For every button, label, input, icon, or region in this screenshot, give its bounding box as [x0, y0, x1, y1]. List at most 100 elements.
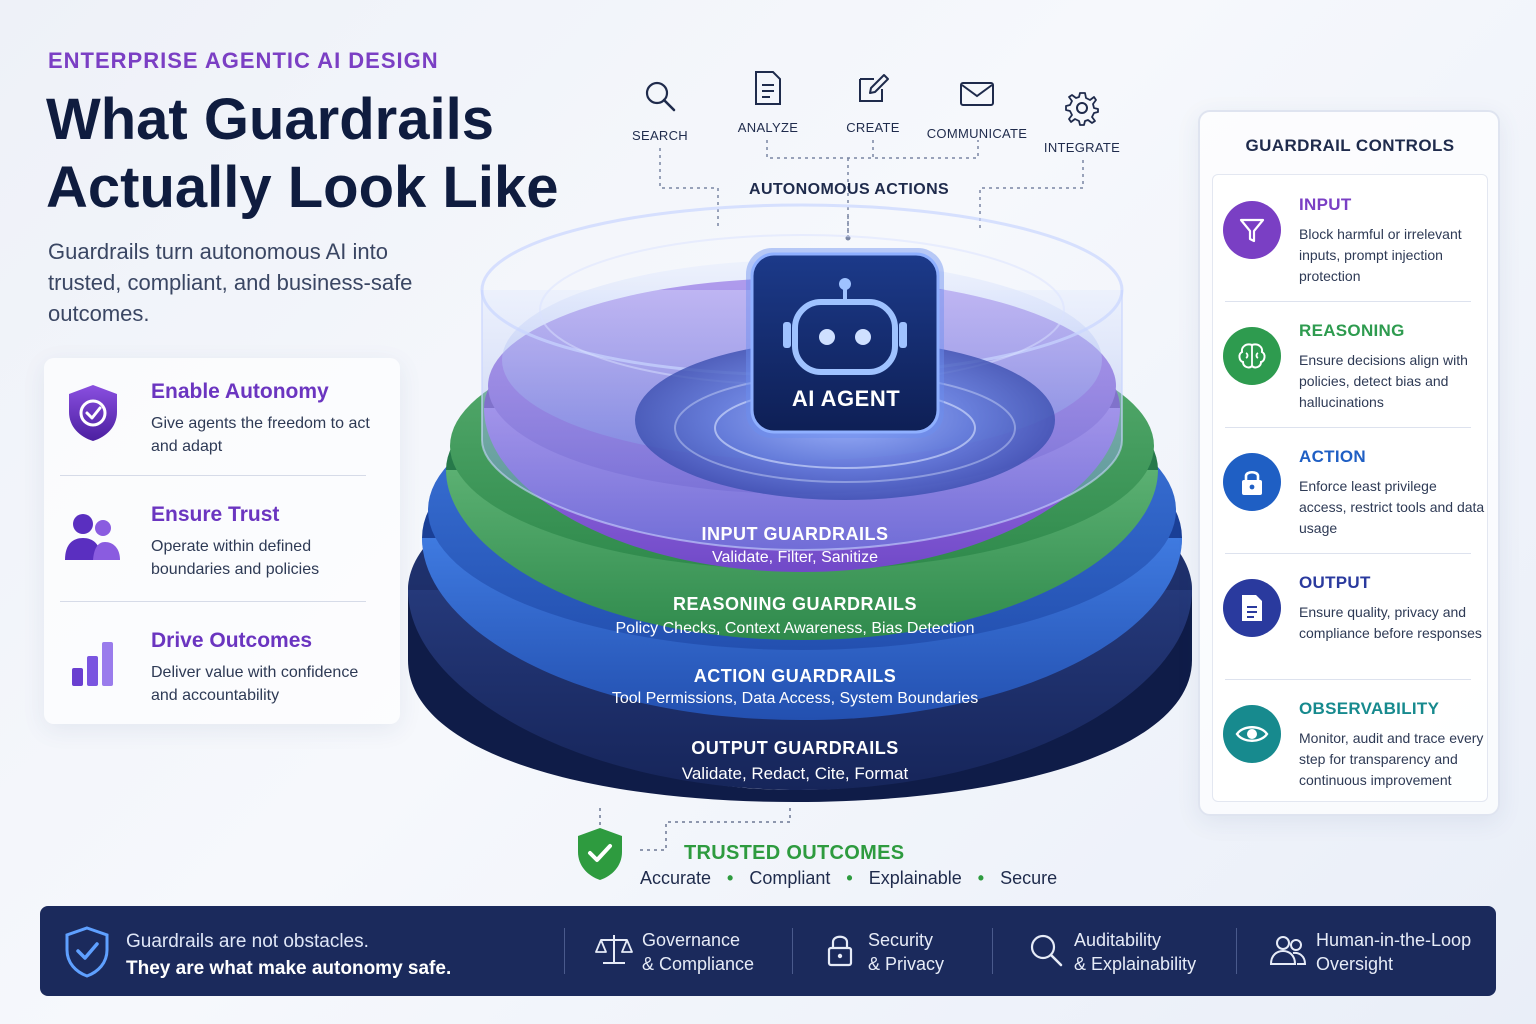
control-title: REASONING	[1299, 321, 1405, 340]
eyebrow-label: ENTERPRISE AGENTIC AI DESIGN	[48, 48, 439, 73]
footer-item-line1: Human-in-the-Loop	[1316, 930, 1472, 950]
separator-dot: •	[727, 868, 734, 888]
action-communicate: COMMUNICATE	[922, 74, 1032, 141]
title-line-1: What Guardrails	[46, 87, 494, 152]
autonomous-actions: SEARCH ANALYZE CREATE COMMUNICATE INTEGR…	[600, 60, 1140, 250]
guardrail-stack: INPUT GUARDRAILS Validate, Filter, Sanit…	[400, 190, 1210, 810]
control-output: OUTPUT Ensure quality, privacy and compl…	[1213, 553, 1489, 679]
scales-icon	[594, 930, 634, 970]
control-observability: OBSERVABILITY Monitor, audit and trace e…	[1213, 679, 1489, 805]
controls-list: INPUT Block harmful or irrelevant inputs…	[1212, 174, 1488, 802]
control-title: OBSERVABILITY	[1299, 699, 1440, 718]
layer-reasoning-title: REASONING GUARDRAILS	[672, 594, 917, 614]
benefit-desc: Operate within defined boundaries and po…	[151, 538, 320, 578]
document-icon	[748, 68, 788, 108]
document-icon	[1223, 579, 1281, 637]
benefit-divider	[60, 601, 366, 602]
footer-separator	[564, 928, 565, 974]
shield-check-icon	[574, 826, 626, 882]
separator-dot: •	[846, 868, 853, 888]
users-icon	[62, 505, 124, 567]
eye-icon	[1223, 705, 1281, 763]
title-line-2: Actually Look Like	[46, 155, 559, 220]
brain-icon	[1223, 327, 1281, 385]
footer-banner: Guardrails are not obstacles. They are w…	[40, 906, 1496, 996]
lock-icon	[1223, 453, 1281, 511]
footer-message-line1: Guardrails are not obstacles.	[126, 931, 369, 952]
footer-governance: Governance & Compliance	[594, 926, 804, 976]
layer-input-title: INPUT GUARDRAILS	[701, 524, 889, 544]
footer-separator	[792, 928, 793, 974]
guardrail-layers-graphic	[408, 203, 1192, 802]
trusted-item: Explainable	[868, 868, 962, 888]
layer-action-desc: Tool Permissions, Data Access, System Bo…	[611, 690, 979, 707]
controls-title: GUARDRAIL CONTROLS	[1245, 136, 1455, 155]
footer-item-line1: Governance	[642, 930, 741, 950]
control-divider	[1225, 679, 1471, 680]
footer-item-text: Security& Privacy	[868, 928, 944, 976]
benefit-drive-outcomes: Drive Outcomes Deliver value with confid…	[60, 611, 384, 729]
layer-input-desc: Validate, Filter, Sanitize	[711, 549, 878, 566]
footer-item-line2: & Explainability	[1074, 954, 1197, 974]
benefit-desc: Deliver value with confidence and accoun…	[151, 664, 359, 704]
control-desc: Monitor, audit and trace every step for …	[1299, 730, 1484, 788]
benefit-title: Enable Autonomy	[151, 380, 329, 403]
filter-icon	[1223, 201, 1281, 259]
action-label: INTEGRATE	[1043, 140, 1121, 155]
benefit-title: Ensure Trust	[151, 503, 280, 526]
users-icon	[1268, 930, 1308, 970]
control-desc: Ensure quality, privacy and compliance b…	[1299, 604, 1482, 641]
action-search: SEARCH	[605, 76, 715, 143]
footer-message-line2: They are what make autonomy safe.	[126, 958, 452, 979]
action-label: ANALYZE	[737, 120, 799, 135]
action-label: COMMUNICATE	[926, 126, 1028, 141]
control-divider	[1225, 553, 1471, 554]
search-icon	[1026, 930, 1066, 970]
footer-item-line2: & Compliance	[642, 954, 755, 974]
layer-reasoning-desc: Policy Checks, Context Awareness, Bias D…	[615, 620, 975, 637]
trusted-outcomes: TRUSTED OUTCOMES Accurate• Compliant• Ex…	[574, 826, 1057, 894]
layer-output-desc: Validate, Redact, Cite, Format	[681, 764, 909, 783]
action-label: CREATE	[846, 120, 900, 135]
edit-icon	[853, 68, 893, 108]
action-create: CREATE	[818, 68, 928, 135]
footer-item-line2: Oversight	[1316, 954, 1394, 974]
shield-check-icon	[64, 926, 110, 978]
ai-agent-label: AI AGENT	[791, 386, 901, 411]
benefits-card: Enable Autonomy Give agents the freedom …	[44, 358, 400, 724]
autonomous-actions-label: AUTONOMOUS ACTIONS	[749, 181, 950, 198]
control-desc: Enforce least privilege access, restrict…	[1299, 478, 1485, 536]
action-label: SEARCH	[632, 128, 688, 143]
footer-item-text: Governance & Compliance	[642, 928, 754, 976]
control-title: OUTPUT	[1299, 573, 1371, 592]
footer-auditability: Auditability& Explainability	[1026, 926, 1226, 976]
bar-chart-icon	[62, 631, 124, 693]
action-analyze: ANALYZE	[713, 68, 823, 135]
gear-icon	[1062, 88, 1102, 128]
control-title: INPUT	[1299, 195, 1352, 214]
benefit-divider	[60, 475, 366, 476]
footer-item-line1: Security	[868, 930, 934, 950]
lock-icon	[820, 930, 860, 970]
control-input: INPUT Block harmful or irrelevant inputs…	[1213, 175, 1489, 301]
trusted-item: Secure	[1000, 868, 1058, 888]
robot-icon	[783, 278, 907, 375]
page-subtitle: Guardrails turn autonomous AI into trust…	[48, 239, 413, 326]
footer-separator	[1236, 928, 1237, 974]
control-divider	[1225, 301, 1471, 302]
guardrail-controls-panel: GUARDRAIL CONTROLS INPUT Block harmful o…	[1198, 110, 1500, 816]
layer-output-title: OUTPUT GUARDRAILS	[691, 738, 899, 758]
trusted-item: Compliant	[749, 868, 831, 888]
trusted-outcomes-title: TRUSTED OUTCOMES	[684, 842, 905, 864]
page-title: What Guardrails Actually Look Like	[46, 86, 606, 222]
footer-message: Guardrails are not obstacles. They are w…	[126, 928, 451, 982]
trusted-outcomes-list: Accurate• Compliant• Explainable• Secure	[640, 868, 1057, 889]
footer-item-text: Auditability& Explainability	[1074, 928, 1196, 976]
control-divider	[1225, 427, 1471, 428]
shield-check-icon	[62, 382, 124, 444]
trusted-connector	[599, 808, 791, 851]
benefit-ensure-trust: Ensure Trust Operate within defined boun…	[60, 485, 384, 603]
control-desc: Ensure decisions align with policies, de…	[1299, 352, 1468, 410]
